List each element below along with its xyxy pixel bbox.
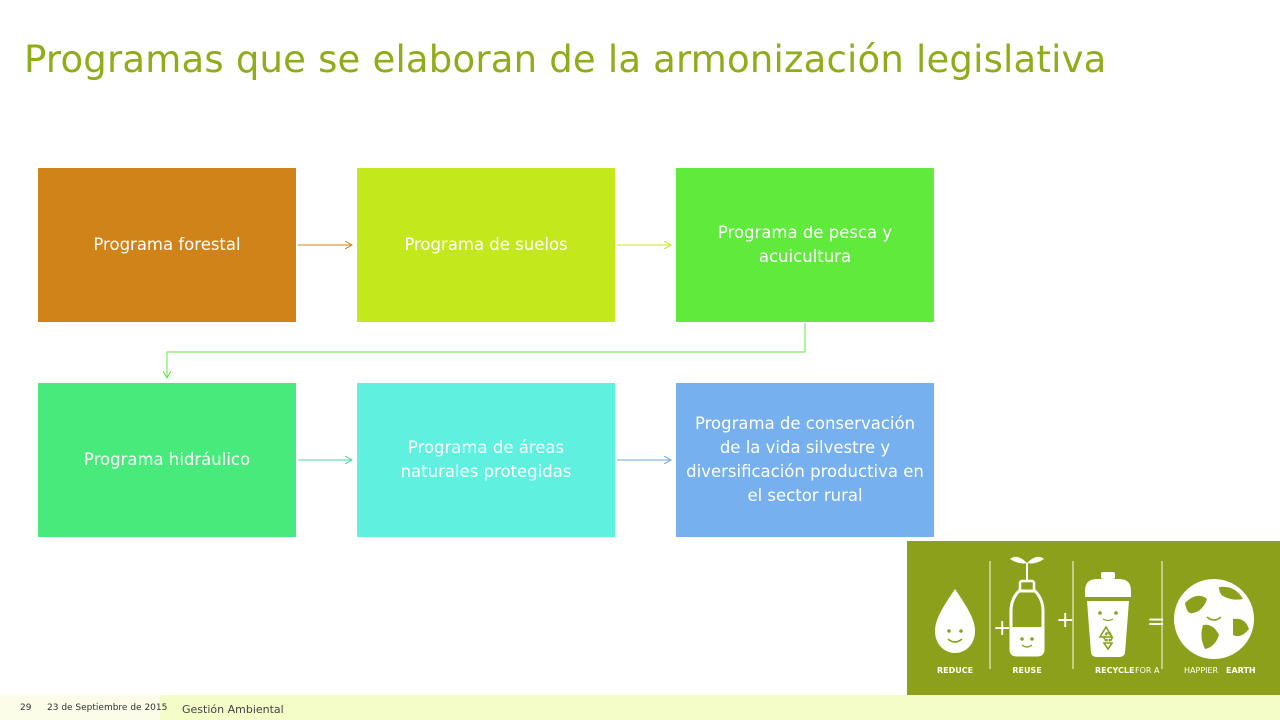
reuse-label: REUSE bbox=[1012, 666, 1041, 675]
earth-label: EARTH bbox=[1226, 666, 1256, 675]
for-a-label: FOR A bbox=[1135, 666, 1160, 675]
recycle-logo: ♻ + + = REDUCE REUSE RECYCLE FOR A HAPPI… bbox=[907, 541, 1280, 695]
footer-left-panel bbox=[0, 695, 160, 720]
recycle-bin-icon: ♻ bbox=[1085, 572, 1131, 657]
reduce-label: REDUCE bbox=[937, 666, 973, 675]
footer-text: Gestión Ambiental bbox=[182, 703, 284, 716]
droplet-icon bbox=[935, 589, 975, 653]
program-label: Programa de áreas naturales protegidas bbox=[400, 438, 572, 481]
program-box-areas-naturales: Programa de áreas naturales protegidas bbox=[357, 383, 615, 537]
slide-title: Programas que se elaboran de la armoniza… bbox=[24, 38, 1107, 81]
program-label: Programa forestal bbox=[93, 235, 241, 254]
earth-icon bbox=[1174, 579, 1254, 659]
program-label: Programa de suelos bbox=[404, 235, 568, 254]
footer-date: 23 de Septiembre de 2015 bbox=[47, 703, 168, 713]
program-box-suelos: Programa de suelos bbox=[357, 168, 615, 322]
program-box-pesca: Programa de pesca y acuicultura bbox=[676, 168, 934, 322]
happier-label: HAPPIER bbox=[1184, 666, 1219, 675]
program-label: Programa hidráulico bbox=[83, 450, 251, 469]
program-box-vida-silvestre: Programa de conservación de la vida silv… bbox=[676, 383, 934, 537]
svg-text:♻: ♻ bbox=[1102, 630, 1115, 646]
plus-sign: + bbox=[993, 616, 1011, 641]
footer-bar bbox=[0, 695, 1280, 720]
program-box-hidraulico: Programa hidráulico bbox=[38, 383, 296, 537]
program-box-forestal: Programa forestal bbox=[38, 168, 296, 322]
arrow-pesca-hidraulico bbox=[167, 323, 806, 378]
page-number: 29 bbox=[20, 703, 32, 713]
bottle-icon bbox=[1009, 556, 1045, 657]
plus-sign: + bbox=[1056, 608, 1074, 633]
recycle-label: RECYCLE bbox=[1095, 666, 1134, 675]
program-label: Programa de pesca y acuicultura bbox=[717, 223, 893, 266]
program-label: Programa de conservación de la vida silv… bbox=[686, 414, 924, 505]
equals-sign: = bbox=[1147, 610, 1165, 635]
